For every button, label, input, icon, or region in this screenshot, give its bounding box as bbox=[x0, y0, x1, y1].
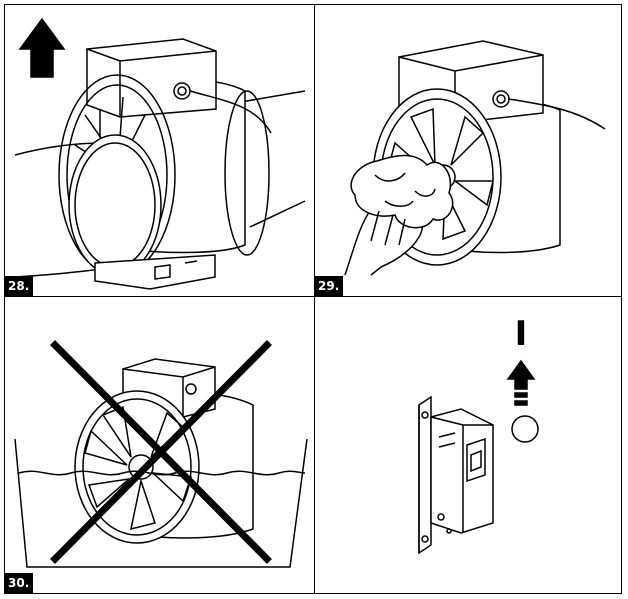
arrow-up-icon bbox=[18, 17, 66, 78]
arrow-up-icon bbox=[506, 359, 536, 390]
step-28-panel: 28. bbox=[4, 4, 315, 297]
step-30-panel: 30. bbox=[4, 296, 315, 594]
step-31-panel: I bbox=[314, 296, 622, 594]
step-number: 28. bbox=[5, 276, 34, 296]
step-number: 29. bbox=[315, 276, 344, 296]
step-28-illustration bbox=[14, 17, 306, 290]
step-30-illustration bbox=[14, 340, 308, 568]
step-29-illustration bbox=[344, 40, 606, 276]
step-grid: 28. bbox=[4, 4, 622, 594]
circuit-breaker bbox=[430, 408, 494, 534]
water-tub bbox=[14, 438, 308, 568]
step-number: 30. bbox=[5, 573, 34, 593]
prohibited-cross-icon bbox=[50, 340, 272, 564]
switch-on-symbol: I bbox=[515, 314, 528, 354]
step-29-panel: 29. bbox=[314, 4, 622, 297]
step-31-illustration: I bbox=[418, 314, 539, 555]
switch-off-symbol bbox=[511, 415, 539, 443]
